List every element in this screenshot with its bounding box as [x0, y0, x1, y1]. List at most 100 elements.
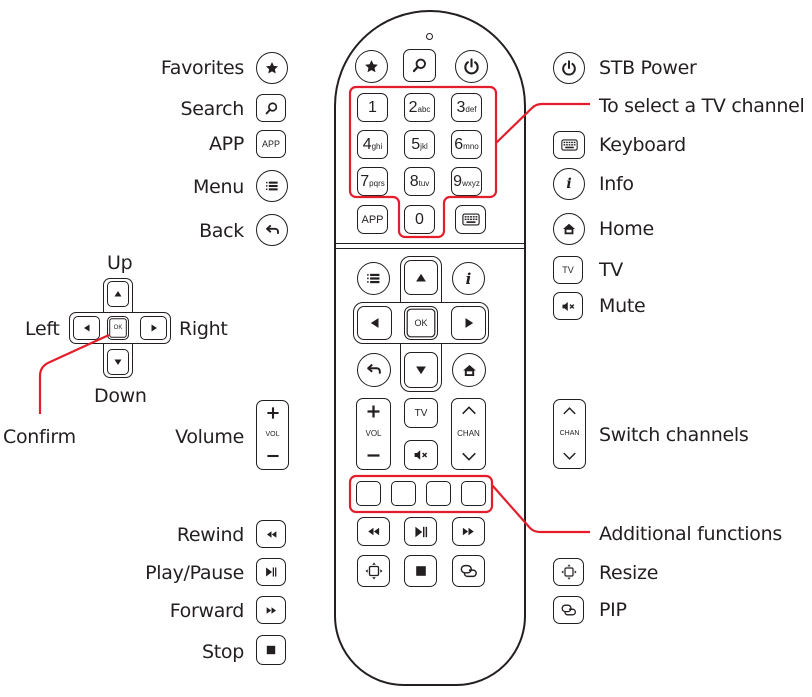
arrow-up-icon: [414, 271, 428, 285]
power-icon: [560, 59, 578, 77]
search-icon: [411, 57, 428, 74]
pip-icon: [561, 602, 577, 618]
star-icon: [363, 58, 380, 75]
dpad-ok-button[interactable]: OK: [404, 306, 438, 340]
info-icon: i: [566, 176, 572, 192]
label-select-channel: To select a TV channel: [599, 95, 805, 117]
favorites-button[interactable]: [355, 50, 388, 83]
arrow-down-icon: [113, 357, 123, 367]
keyboard-button[interactable]: [455, 205, 486, 234]
legend-keyboard-button: [553, 131, 585, 159]
back-button[interactable]: [357, 353, 391, 387]
label-home: Home: [599, 218, 654, 240]
stop-button[interactable]: [404, 555, 437, 587]
search-icon: [264, 101, 279, 116]
label-down: Down: [94, 385, 147, 407]
legend-volume-rocker: VOL: [256, 400, 289, 470]
function-button-2[interactable]: [391, 481, 416, 506]
chevron-up-icon: [461, 405, 477, 416]
menu-icon: [365, 270, 382, 287]
rewind-icon: [366, 524, 381, 539]
label-right: Right: [179, 318, 228, 340]
label-forward: Forward: [169, 600, 245, 622]
resize-button[interactable]: [357, 555, 390, 587]
key-digit: 1: [368, 98, 377, 116]
legend-rewind-button: [256, 520, 286, 548]
arrow-up-icon: [113, 289, 123, 299]
key-letters: pqrs: [369, 179, 385, 188]
play-pause-icon: [264, 565, 278, 579]
dpad-right-button[interactable]: [451, 306, 486, 340]
label-stop: Stop: [202, 641, 244, 663]
legend-dpad-right: [140, 316, 167, 340]
dpad-left-button[interactable]: [357, 306, 392, 340]
remote-divider-bottom: [336, 248, 524, 249]
app-button[interactable]: APP: [357, 205, 388, 234]
key-digit: 3: [456, 98, 466, 116]
search-button[interactable]: [403, 49, 436, 82]
remote-divider-top: [336, 243, 524, 244]
legend-dpad-up: [107, 281, 129, 307]
plus-icon: [366, 404, 381, 419]
key-letters: ghi: [371, 142, 383, 151]
fast-forward-button[interactable]: [452, 517, 485, 546]
arrow-right-icon: [462, 316, 476, 330]
power-icon: [462, 57, 481, 76]
mute-icon: [413, 447, 429, 463]
play-pause-icon: [413, 524, 429, 540]
mute-button[interactable]: [404, 440, 438, 470]
dpad-down-button[interactable]: [404, 352, 438, 388]
info-button[interactable]: i: [452, 262, 485, 295]
key-letters: jkl: [420, 142, 428, 151]
function-button-3[interactable]: [426, 481, 451, 506]
key-0-button[interactable]: 0: [404, 205, 435, 234]
minus-icon: [266, 449, 280, 463]
vol-label: VOL: [365, 429, 382, 438]
keyboard-icon: [462, 213, 480, 226]
label-back: Back: [199, 220, 244, 242]
app-button-label: APP: [361, 213, 384, 226]
tv-button[interactable]: TV: [404, 398, 438, 428]
legend-vol-label: VOL: [265, 431, 280, 438]
legend-ok-label: OK: [113, 325, 123, 331]
function-button-1[interactable]: [356, 481, 381, 506]
power-button[interactable]: [455, 50, 488, 83]
play-pause-button[interactable]: [404, 517, 437, 546]
chevron-down-icon: [562, 451, 577, 461]
key-digit: 5: [411, 135, 421, 153]
key-digit: 8: [409, 172, 419, 190]
legend-chan-label: CHAN: [559, 430, 580, 437]
dpad-up-button[interactable]: [404, 260, 438, 295]
keyboard-icon: [561, 139, 578, 151]
volume-rocker[interactable]: VOL: [356, 398, 391, 470]
menu-button[interactable]: [357, 262, 390, 295]
key-letters: mno: [463, 142, 479, 151]
label-app: APP: [208, 133, 244, 155]
key-1-button[interactable]: 1: [357, 93, 388, 122]
key-digit: 2: [408, 98, 418, 116]
legend-home-button: [553, 213, 585, 245]
function-button-4[interactable]: [461, 481, 486, 506]
arrow-right-icon: [149, 323, 159, 333]
key-letters: def: [465, 105, 477, 114]
key-letters: wxyz: [462, 179, 480, 188]
legend-channel-rocker: CHAN: [553, 399, 586, 469]
label-switch-channels: Switch channels: [599, 424, 749, 446]
channel-rocker[interactable]: CHAN: [451, 398, 486, 470]
home-button[interactable]: [452, 353, 486, 387]
label-play-pause: Play/Pause: [145, 562, 244, 584]
key-digit: 0: [415, 210, 424, 228]
rewind-button[interactable]: [357, 517, 390, 546]
stop-icon: [413, 563, 429, 579]
pip-button[interactable]: [452, 555, 485, 587]
key-letters: tuv: [418, 179, 430, 188]
legend-power-button: [553, 52, 585, 84]
